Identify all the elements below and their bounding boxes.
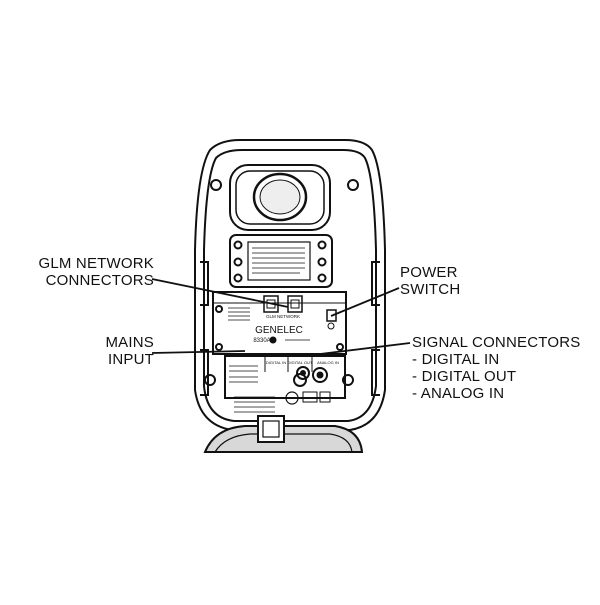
speaker-housing-inner [203, 149, 377, 422]
digital-out-tag: DIGITAL OUT [288, 360, 313, 365]
screw-icon [317, 240, 327, 250]
side-slot-right-lower [371, 349, 380, 396]
warning-text-lines [252, 247, 305, 274]
port-plate [229, 164, 331, 231]
power-leader-line [330, 287, 400, 317]
screw-icon [342, 374, 354, 386]
side-slot-left-lower [200, 349, 209, 396]
signal-connectors-label: SIGNAL CONNECTORS - DIGITAL IN - DIGITAL… [412, 334, 580, 402]
glm-network-connectors-label: GLM NETWORK CONNECTORS [22, 255, 154, 289]
reflex-port [252, 172, 308, 222]
side-slot-right-upper [371, 261, 380, 306]
certification-mark-icon [285, 391, 299, 405]
screw-icon [215, 343, 223, 351]
screw-icon [233, 273, 243, 283]
screw-icon [233, 240, 243, 250]
glm-leader-line [151, 278, 289, 308]
screw-icon [204, 374, 216, 386]
analog-in-tag: ANALOG IN [317, 360, 339, 365]
screw-icon [347, 179, 359, 191]
ce-mark-icon [302, 391, 318, 403]
screw-icon [317, 273, 327, 283]
network-tag-text: GLM NETWORK [266, 314, 300, 319]
compliance-text-lines [234, 396, 275, 413]
signal-text-lines [229, 365, 258, 383]
glm-network-port-2 [287, 295, 303, 313]
screw-icon [336, 343, 344, 351]
glm-label-line2: CONNECTORS [45, 272, 154, 289]
status-led [269, 336, 277, 344]
screw-icon [215, 305, 223, 313]
mains-label-line2: INPUT [108, 351, 154, 368]
glm-network-port-1 [263, 295, 279, 313]
screw-icon [233, 257, 243, 267]
power-switch-label: POWER SWITCH [400, 264, 460, 298]
power-switch [326, 309, 337, 322]
xlr-analog-in-icon [293, 373, 307, 387]
signal-label-line2: - DIGITAL IN [412, 351, 500, 368]
brand-text: GENELEC [255, 325, 303, 336]
connector-panel [212, 291, 347, 355]
disposal-mark-icon [319, 391, 331, 403]
glm-label-line1: GLM NETWORK [38, 255, 154, 272]
screw-icon [317, 257, 327, 267]
speaker-housing-outer [194, 139, 386, 431]
power-label-line2: SWITCH [400, 281, 461, 298]
power-label-line1: POWER [400, 264, 458, 281]
mains-leader-line [151, 350, 246, 354]
side-slot-left-upper [200, 261, 209, 306]
xlr-digital-in-icon [296, 366, 310, 380]
signal-label-line4: - ANALOG IN [412, 385, 505, 402]
power-icon [327, 322, 335, 330]
digital-in-tag: DIGITAL IN [266, 360, 286, 365]
signal-label-line3: - DIGITAL OUT [412, 368, 517, 385]
label-plate [229, 234, 333, 288]
panel-text-lines [228, 307, 250, 321]
signal-leader-line [311, 342, 411, 356]
model-text: 8330A [253, 338, 270, 344]
mains-input-label: MAINS INPUT [40, 334, 154, 368]
screw-icon [210, 179, 222, 191]
xlr-digital-out-icon [312, 367, 328, 383]
stand-clip [257, 415, 285, 443]
signal-label-line1: SIGNAL CONNECTORS [412, 334, 581, 351]
mains-label-line1: MAINS [105, 334, 154, 351]
